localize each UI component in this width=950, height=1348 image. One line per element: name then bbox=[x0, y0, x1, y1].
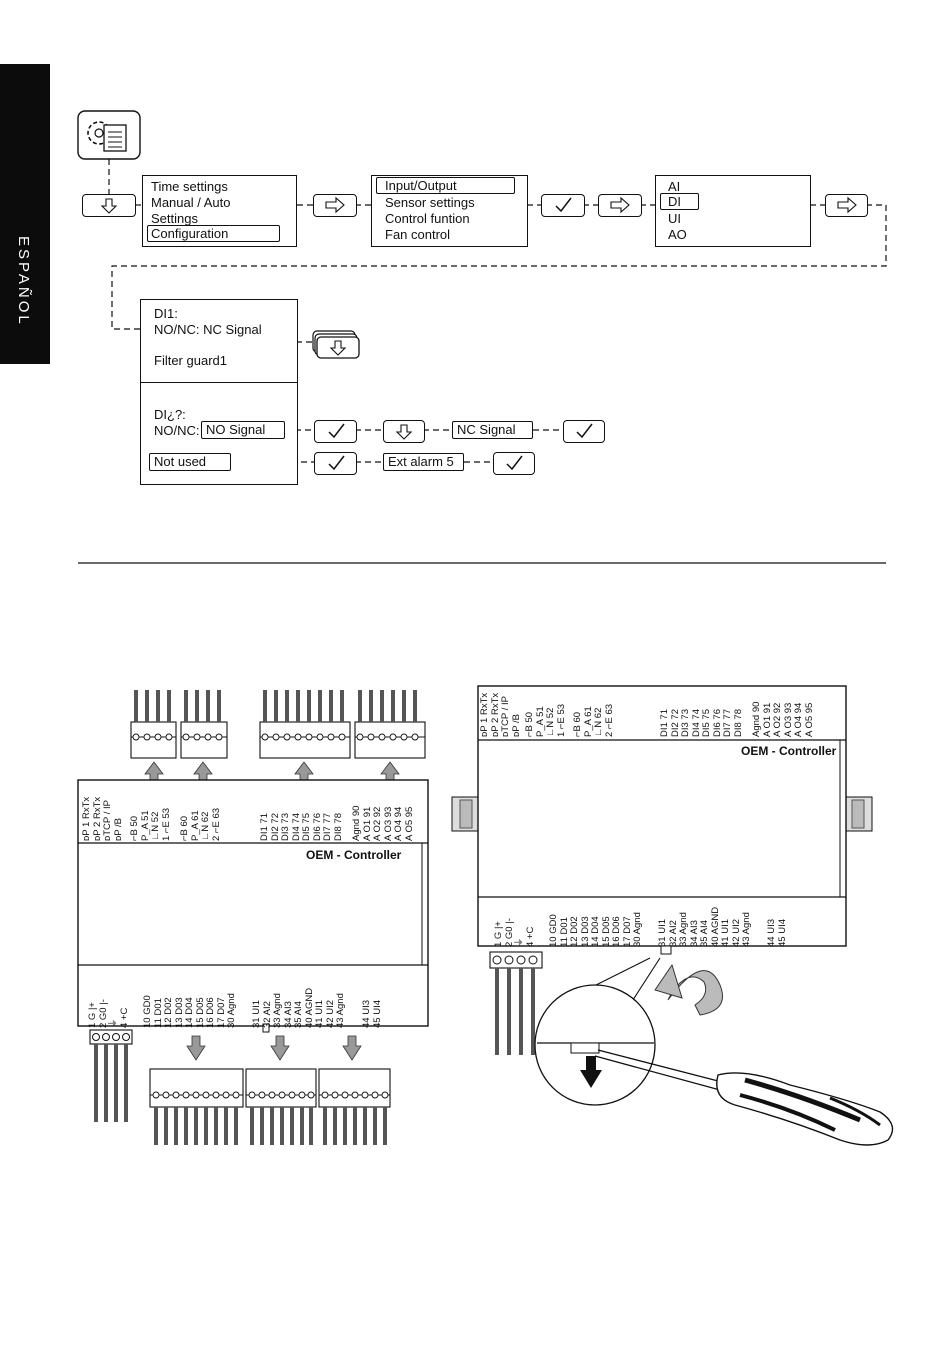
menu-item-settings[interactable]: Settings bbox=[151, 211, 198, 226]
bottom-labels-power-left: 1 G |+2 G0 |- ⏚4 +C bbox=[87, 999, 130, 1028]
bottom-labels-power-right: 1 G |+2 G0 |- ⏚4 +C bbox=[493, 918, 536, 947]
insert-up-arrows bbox=[144, 761, 400, 783]
menu-item-ao[interactable]: AO bbox=[668, 227, 687, 242]
arrow-right-icon bbox=[610, 196, 630, 214]
arrow-right-button-2[interactable] bbox=[598, 194, 642, 217]
brand-label-left: OEM - Controller bbox=[306, 848, 402, 862]
wire-bundle-top-left bbox=[134, 690, 417, 722]
menu-item-input-output[interactable]: Input/Output bbox=[376, 177, 515, 194]
ext-alarm-field[interactable]: Ext alarm 5 bbox=[383, 453, 464, 471]
arrow-down-icon bbox=[395, 424, 413, 440]
confirm-button-4[interactable] bbox=[314, 452, 357, 475]
confirm-button-2[interactable] bbox=[314, 420, 357, 443]
menu-item-control-function[interactable]: Control funtion bbox=[385, 211, 470, 226]
di1-function-label: Filter guard1 bbox=[154, 353, 227, 368]
di1-nonc-label: NO/NC: NC Signal bbox=[154, 322, 262, 337]
terminal-screws-top-left bbox=[132, 733, 419, 741]
brand-label-right: OEM - Controller bbox=[741, 744, 837, 758]
stacked-arrow-down-icon bbox=[312, 330, 360, 359]
nonc-value-field[interactable]: NO Signal bbox=[201, 421, 285, 439]
panel-divider bbox=[141, 382, 297, 383]
menu-item-manual-auto[interactable]: Manual / Auto bbox=[151, 195, 231, 210]
language-side-tab: ESPAÑOL bbox=[0, 64, 50, 364]
arrow-down-button-2[interactable] bbox=[383, 420, 425, 443]
di1-label: DI1: bbox=[154, 306, 178, 321]
di-nonc-label: NO/NC: bbox=[154, 423, 200, 438]
menu-item-ai[interactable]: AI bbox=[668, 179, 681, 194]
configuration-menu-panel: Input/Output Sensor settings Control fun… bbox=[371, 175, 528, 247]
arrow-right-icon bbox=[325, 196, 345, 214]
confirm-button-5[interactable] bbox=[493, 452, 535, 475]
confirm-button-1[interactable] bbox=[541, 194, 585, 217]
arrow-down-icon bbox=[100, 198, 118, 214]
controller-right bbox=[451, 685, 894, 1146]
di-unknown-label: DI¿?: bbox=[154, 407, 186, 422]
settings-gear-document-icon[interactable] bbox=[77, 110, 141, 160]
menu-item-fan-control[interactable]: Fan control bbox=[385, 227, 451, 242]
screwdriver-icon bbox=[594, 1049, 894, 1146]
check-icon bbox=[576, 423, 593, 439]
insert-down-arrows bbox=[186, 1035, 362, 1061]
menu-item-di[interactable]: DI bbox=[660, 193, 699, 210]
zoom-detail-circle bbox=[534, 957, 661, 1106]
power-terminal-left bbox=[89, 1029, 133, 1122]
arrow-right-button-3[interactable] bbox=[825, 194, 868, 217]
menu-item-ui[interactable]: UI bbox=[668, 211, 681, 226]
main-menu-panel: Time settings Manual / Auto Settings Con… bbox=[142, 175, 297, 247]
rotate-arrow-icon bbox=[654, 963, 723, 1016]
check-icon bbox=[328, 455, 345, 471]
nc-signal-field[interactable]: NC Signal bbox=[452, 421, 533, 439]
arrow-right-button[interactable] bbox=[313, 194, 357, 217]
arrow-down-button[interactable] bbox=[82, 194, 136, 217]
menu-item-configuration[interactable]: Configuration bbox=[147, 225, 280, 242]
menu-item-sensor-settings[interactable]: Sensor settings bbox=[385, 195, 475, 210]
function-value-field[interactable]: Not used bbox=[149, 453, 231, 471]
check-icon bbox=[328, 423, 345, 439]
confirm-button-3[interactable] bbox=[563, 420, 605, 443]
check-icon bbox=[555, 197, 572, 213]
terminal-block-bottom-left bbox=[149, 1068, 391, 1145]
menu-item-time-settings[interactable]: Time settings bbox=[151, 179, 228, 194]
io-type-menu-panel: AI DI UI AO bbox=[655, 175, 811, 247]
stacked-arrow-down-button[interactable] bbox=[311, 330, 361, 360]
arrow-right-icon bbox=[837, 196, 857, 214]
check-icon bbox=[506, 455, 523, 471]
controller-left bbox=[77, 690, 429, 1145]
